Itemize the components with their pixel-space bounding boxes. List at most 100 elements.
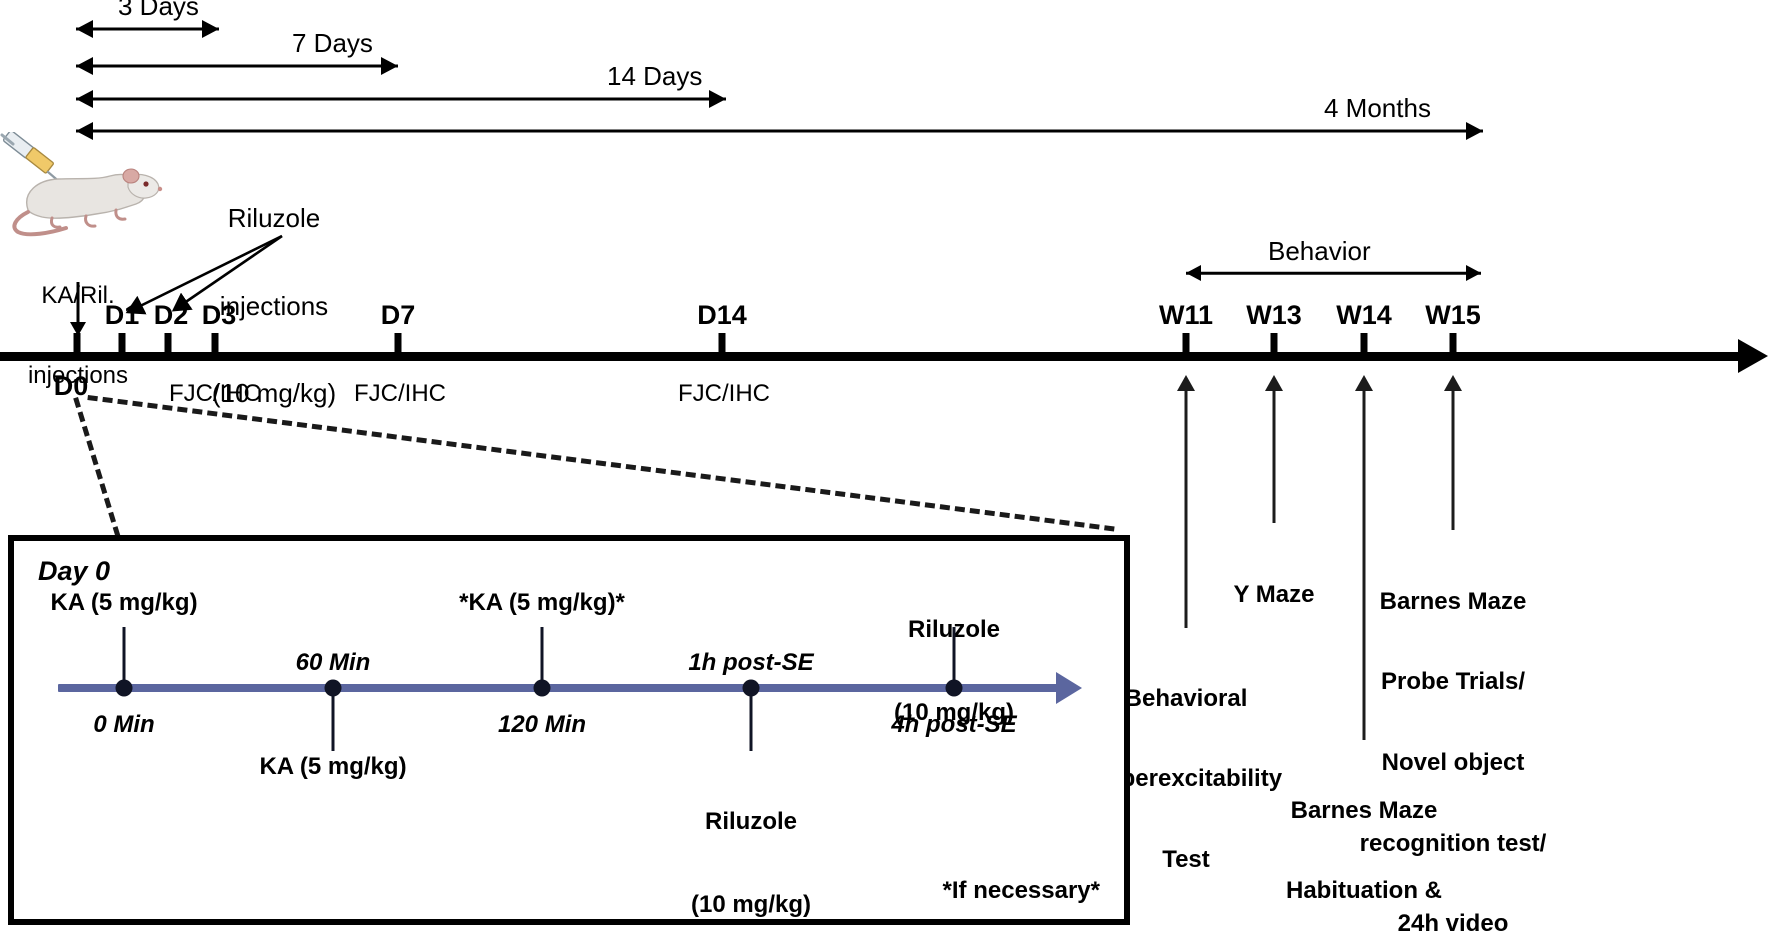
behavior-test-label-barnes-maze-habituation-acquisition: Barnes Maze Habituation & Acquisition [1286, 744, 1442, 933]
timeline-sublabel-D7: FJC/IHC [354, 380, 446, 407]
inset-drug-label-1h-line1: Riluzole [704, 808, 797, 836]
arrow-head-left-icon [76, 122, 93, 140]
inset-drug-label-1h-line2: (10 mg/kg) [690, 890, 812, 918]
label-line: recognition test/ [1359, 829, 1547, 857]
riluzole-callout: Riluzole injections (10 mg/kg) [212, 146, 336, 466]
inset-time-label-120min: 120 Min [497, 711, 587, 738]
behavior-arrow-line-w11 [1184, 378, 1188, 628]
span-line [1186, 271, 1481, 275]
span-line [76, 129, 1483, 133]
timeline-label-D3: D3 [201, 300, 237, 330]
label-line: Test [1162, 846, 1210, 873]
timeline-tick-W11 [1182, 333, 1190, 355]
label-line: Barnes Maze [1290, 796, 1438, 824]
arrow-head-left-icon [76, 57, 93, 75]
timeline-label-D14: D14 [697, 300, 747, 330]
riluzole-callout-line3: (10 mg/kg) [211, 377, 337, 408]
arrow-head-right-icon [202, 20, 219, 38]
behavior-test-label-y-maze: Y Maze [1234, 528, 1315, 662]
behavior-test-label-barnes-maze-probe-trials: Barnes Maze Probe Trials/ Novel object r… [1360, 535, 1547, 933]
behavior-arrow-line-w15 [1451, 378, 1455, 530]
timeline-label-D1: D1 [104, 300, 140, 330]
timeline-label-D2: D2 [153, 300, 189, 330]
behavior-arrow-line-w13 [1272, 378, 1276, 523]
behavior-bracket-label: Behavior [1268, 236, 1371, 266]
timeline-tick-D2 [164, 333, 172, 355]
arrow-head-right-icon [381, 57, 398, 75]
timeline-label-D7: D7 [380, 300, 416, 330]
timeline-tick-W14 [1360, 333, 1368, 355]
riluzole-callout-line2: injections [219, 290, 329, 321]
ka-injection-arrow-line [76, 282, 80, 324]
animal-caption-line2: injections [27, 362, 129, 390]
span-line [76, 97, 726, 101]
span-arrow-label: 4 Months [1324, 93, 1431, 123]
label-line: Behavioral [1124, 684, 1248, 712]
behavior-arrow-line-w14 [1362, 378, 1366, 740]
timeline-tick-D7 [394, 333, 402, 355]
inset-stem-1h [749, 688, 753, 751]
behavior-arrow-head-w11-icon [1177, 375, 1195, 391]
arrow-head-right-icon [709, 90, 726, 108]
inset-drug-label-4h-line2: (10 mg/kg) [893, 698, 1015, 726]
rat-with-syringe-icon [0, 132, 163, 237]
timeline-sublabel-D14: FJC/IHC [678, 380, 770, 407]
timeline-tick-D0 [73, 333, 81, 355]
timeline-tick-W13 [1270, 333, 1278, 355]
timeline-tick-D1 [118, 333, 126, 355]
behavior-arrow-head-w14-icon [1355, 375, 1373, 391]
arrow-head-right-icon [1466, 265, 1481, 281]
inset-dot-120min [533, 679, 551, 697]
behavior-arrow-head-w13-icon [1265, 375, 1283, 391]
inset-timeline-axis [58, 684, 1058, 692]
timeline-label-W11: W11 [1158, 300, 1214, 330]
inset-time-label-1h: 1h post-SE [688, 649, 814, 676]
inset-dot-0min [115, 679, 133, 697]
label-line: Barnes Maze [1379, 587, 1527, 615]
inset-time-label-4h: 4h post-SE [891, 711, 1017, 738]
span-arrow-label: 14 Days [607, 61, 703, 91]
label-line: Habituation & [1286, 877, 1442, 905]
span-line [76, 27, 219, 31]
inset-stem-60min [331, 688, 335, 751]
span-line [76, 64, 398, 68]
inset-drug-label-4h: Riluzole (10 mg/kg) [894, 561, 1014, 782]
arrow-head-left-icon [76, 20, 93, 38]
inset-title: Day 0 [38, 556, 111, 586]
inset-time-label-0min: 0 Min [93, 711, 155, 738]
inset-drug-label-60min: KA (5 mg/kg) [259, 753, 407, 780]
arrow-head-right-icon [1466, 122, 1483, 140]
label-line: Novel object [1381, 749, 1525, 776]
inset-drug-label-120min: *KA (5 mg/kg)* [459, 589, 625, 616]
inset-drug-label-1h: Riluzole (10 mg/kg) [691, 753, 811, 933]
riluzole-callout-line1: Riluzole [227, 203, 321, 234]
span-arrow-label: 7 Days [292, 28, 373, 58]
span-arrow-label: 3 Days [118, 0, 199, 21]
label-line: Y Maze [1233, 580, 1315, 608]
arrow-head-left-icon [76, 90, 93, 108]
day0-inset-box: Day 0 KA (5 mg/kg) 0 Min 60 Min KA (5 mg… [8, 535, 1130, 925]
inset-dot-4h [945, 679, 963, 697]
label-line: 24h video [1397, 910, 1509, 933]
timeline-tick-D3 [211, 333, 219, 355]
inset-drug-label-0min: KA (5 mg/kg) [50, 589, 198, 616]
timeline-tick-D14 [718, 333, 726, 355]
timeline-tick-W15 [1449, 333, 1457, 355]
inset-time-label-60min: 60 Min [295, 649, 371, 676]
behavior-arrow-head-w15-icon [1444, 375, 1462, 391]
riluzole-pointer-arrows-icon [125, 234, 283, 315]
inset-stem-4h [952, 627, 956, 689]
timeline-label-D0: D0 [53, 371, 89, 401]
label-line: Probe Trials/ [1380, 668, 1526, 696]
timeline-sublabel-D3: FJC/IHC [169, 380, 261, 407]
inset-timeline-arrow-head-icon [1056, 672, 1082, 704]
inset-stem-0min [122, 627, 126, 689]
timeline-label-W13: W13 [1246, 300, 1302, 330]
inset-footnote: *If necessary* [942, 877, 1100, 905]
arrow-head-left-icon [1186, 265, 1201, 281]
main-timeline-axis [0, 352, 1740, 361]
main-timeline-arrow-head-icon [1738, 339, 1768, 373]
inset-stem-120min [540, 627, 544, 689]
timeline-label-W14: W14 [1336, 300, 1392, 330]
